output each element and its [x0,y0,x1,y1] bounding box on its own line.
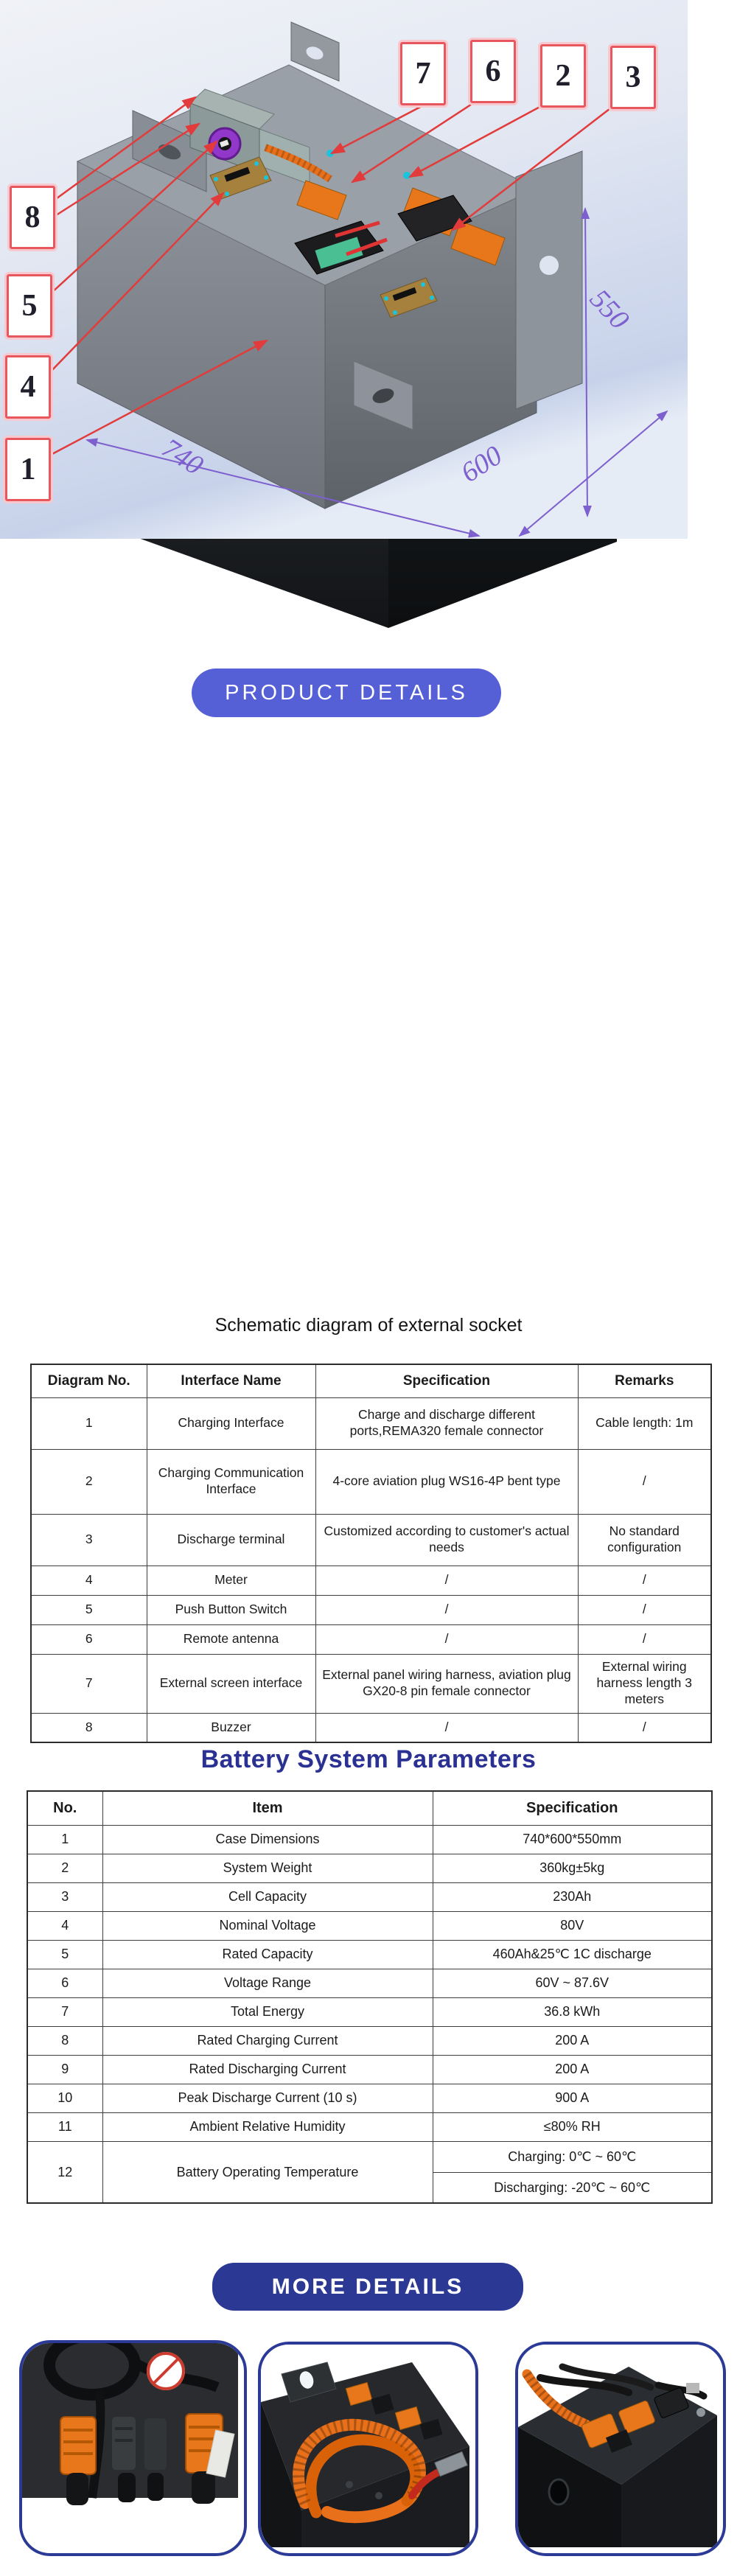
interface-table: Diagram No. Interface Name Specification… [30,1364,712,1743]
col-remarks: Remarks [577,1364,712,1398]
detail-photo-battery-corner [515,2342,726,2556]
schematic-callout-7: 7 [400,42,446,105]
dimension-lines [85,207,668,538]
schematic-callout-4: 4 [5,355,51,419]
table-row-temperature: Discharging: -20℃ ~ 60℃ [27,2171,713,2204]
orange-connectors-row [345,2381,443,2440]
col-interface-name: Interface Name [146,1364,316,1398]
table-row-temperature: 12 Battery Operating Temperature Chargin… [27,2140,713,2204]
product-details-button[interactable]: PRODUCT DETAILS [192,669,501,717]
detail-photo-cable-loop [258,2342,478,2556]
detail-photo-2-illustration [261,2345,469,2547]
cad-terminal-plates [209,156,438,318]
callout-leader-lines [49,96,614,457]
product-details-label: PRODUCT DETAILS [225,680,468,705]
parameters-title: Battery System Parameters [200,1745,537,1773]
col-diagram-no: Diagram No. [30,1364,147,1398]
schematic-callout-2: 2 [540,44,586,108]
cad-connector-cluster [264,144,506,275]
table-header-row: No. Item Specification [27,1790,713,1826]
schematic-caption: Schematic diagram of external socket [214,1315,523,1336]
schematic-callout-6: 6 [470,40,516,103]
schematic-callout-1: 1 [5,438,51,501]
orange-connectors-row [581,2387,689,2453]
orange-connector-blocks [60,2413,223,2475]
col-no: No. [27,1790,103,1826]
more-details-button[interactable]: MORE DETAILS [212,2263,523,2311]
col-spec: Specification [432,1790,713,1826]
detail-photo-3-illustration [518,2345,717,2547]
col-specification: Specification [315,1364,579,1398]
temperature-discharging: Discharging: -20℃ ~ 60℃ [432,2171,713,2204]
black-corrugated-cables [537,2363,708,2400]
table-header-row: Diagram No. Interface Name Specification… [30,1364,712,1398]
orange-corrugated-cable [522,2369,591,2429]
col-item: Item [102,1790,433,1826]
schematic-callout-5: 5 [7,274,52,338]
detail-photo-connectors-top [19,2340,247,2556]
schematic-callout-8: 8 [10,186,55,249]
schematic-panel: 740 600 550 7 6 2 3 8 5 4 1 [0,0,688,539]
schematic-callout-3: 3 [610,46,656,109]
detail-photo-1-illustration [22,2343,238,2547]
temperature-charging: Charging: 0℃ ~ 60℃ [432,2140,713,2173]
more-details-label: MORE DETAILS [271,2274,464,2299]
